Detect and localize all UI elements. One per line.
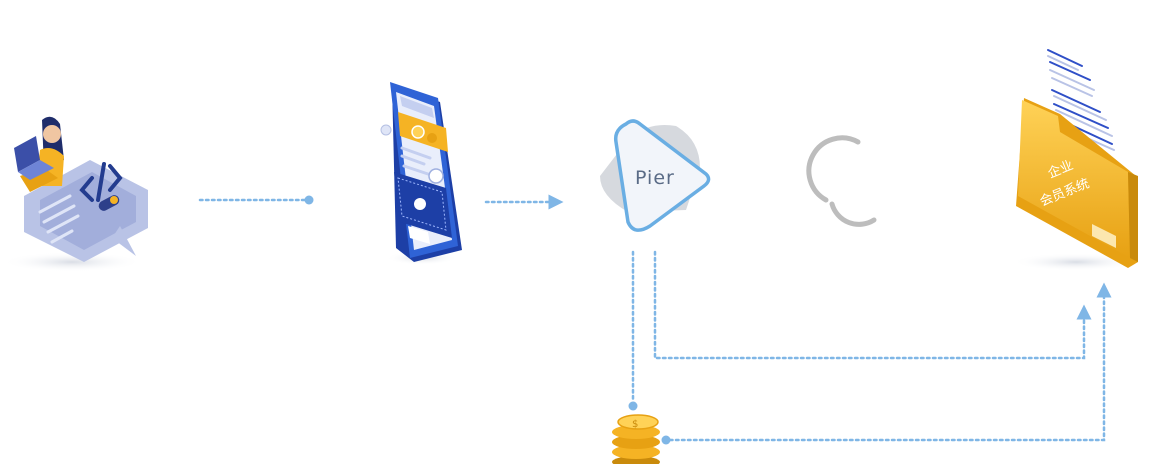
mobile-app-illustration <box>380 82 462 265</box>
connector-pier-to-member-system <box>653 250 1092 360</box>
connector-dev-to-app <box>198 195 314 205</box>
svg-text:$: $ <box>632 419 638 430</box>
member-system-folder: 企业 会员系统 <box>1012 49 1140 271</box>
connector-pier-to-coins <box>628 250 638 411</box>
gold-coins-icon: $ <box>612 414 660 464</box>
connector-coins-to-member-system <box>661 282 1112 445</box>
developer-illustration <box>2 116 148 272</box>
pier-label: Pier <box>635 167 675 189</box>
loading-spinner-icon <box>806 135 877 227</box>
pier-node: Pier <box>600 119 711 232</box>
